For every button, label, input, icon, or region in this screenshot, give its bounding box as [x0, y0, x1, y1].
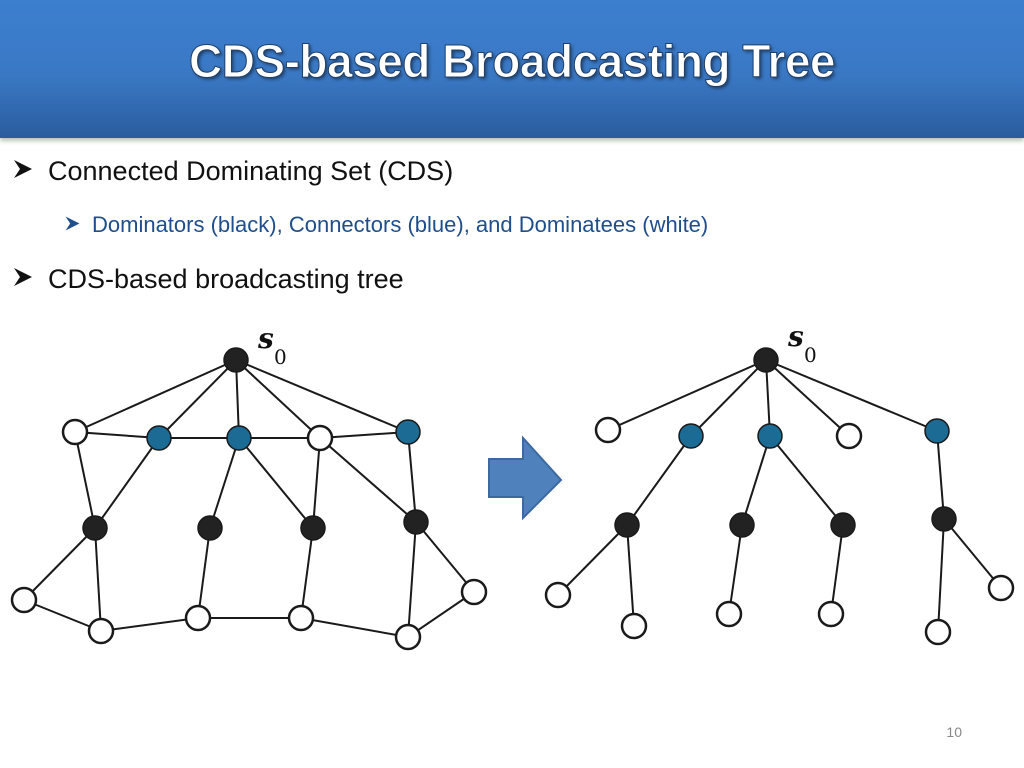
tree-node-d2-dominator — [729, 512, 755, 538]
graph-edge-w1-d1 — [74, 431, 96, 529]
tree-edge-c3-d4 — [936, 430, 945, 520]
tree-node-w2-dominatee — [835, 422, 863, 450]
bullet-roles: Dominators (black), Connectors (blue), a… — [64, 212, 708, 238]
tree-node-w7-dominatee — [924, 618, 952, 646]
tree-edge-d1-w3 — [557, 524, 628, 596]
title-banner — [0, 0, 1024, 138]
graph-edge-d3-w6 — [300, 527, 314, 619]
graph-edge-d1-w4 — [94, 527, 102, 632]
tree-edge-c2-d2 — [741, 435, 771, 526]
graph-node-w7-dominatee — [394, 623, 422, 651]
tree-edge-c1-d1 — [626, 435, 692, 526]
graph-edge-d2-w5 — [197, 527, 211, 619]
tree-edges — [557, 359, 1002, 633]
tree-edge-c2-d3 — [769, 435, 844, 526]
tree-node-w1-dominatee — [594, 416, 622, 444]
graph-edge-w2-d4 — [319, 437, 417, 523]
graph-edge-d1-w3 — [23, 527, 96, 601]
graph-edge-w2-c3 — [319, 431, 409, 439]
graph-node-c1-connector — [146, 425, 172, 451]
graph-edge-c1-d1 — [94, 437, 160, 529]
tree-edge-s0-c3 — [765, 359, 938, 432]
graph-node-w3-dominatee — [10, 586, 38, 614]
tree-node-d4-dominator — [931, 506, 957, 532]
graph-node-w5-dominatee — [184, 604, 212, 632]
bullet-text: Connected Dominating Set (CDS) — [48, 156, 454, 186]
slide-number: 10 — [946, 724, 962, 740]
graph-node-w6-dominatee — [287, 604, 315, 632]
graph-edge-d4-w7 — [407, 521, 417, 638]
tree-node-d3-dominator — [830, 512, 856, 538]
tree-source-subscript: 0 — [804, 343, 817, 367]
tree-node-w8-dominatee — [987, 574, 1015, 602]
graph-edge-w2-d3 — [312, 437, 321, 529]
tree-edge-d4-w8 — [943, 518, 1002, 589]
graph-source-subscript: 0 — [274, 345, 287, 369]
graph-edge-w3-w4 — [23, 599, 102, 632]
slide-title: CDS-based Broadcasting Tree — [188, 35, 836, 88]
graph-source-label: s — [257, 322, 274, 355]
graph-edge-s0-c1 — [158, 359, 237, 439]
tree-nodes — [544, 347, 1015, 646]
graph-node-d3-dominator — [300, 515, 326, 541]
graph-node-w4-dominatee — [87, 617, 115, 645]
graph-edge-s0-c3 — [235, 359, 409, 433]
graph-node-d2-dominator — [197, 515, 223, 541]
tree-source-label: s — [787, 320, 804, 353]
tree-edge-d4-w7 — [937, 518, 945, 633]
graph-edge-w7-w8 — [407, 591, 475, 638]
tree-node-c2-connector — [757, 423, 783, 449]
tree-edge-d1-w4 — [626, 524, 635, 627]
graph-node-w2-dominatee — [306, 424, 334, 452]
bullet-arrow-icon — [64, 212, 84, 238]
graph-node-d1-dominator — [82, 515, 108, 541]
tree-edge-s0-w2 — [765, 359, 850, 437]
tree-node-c3-connector — [924, 418, 950, 444]
graph-node-c3-connector — [395, 419, 421, 445]
tree-node-d1-dominator — [614, 512, 640, 538]
tree-node-w5-dominatee — [715, 600, 743, 628]
graph-node-w1-dominatee — [61, 418, 89, 446]
tree-node-w3-dominatee — [544, 581, 572, 609]
bullet-cds: Connected Dominating Set (CDS) — [12, 156, 453, 187]
graph-node-s0-dominator — [223, 347, 249, 373]
graph-edge-s0-c2 — [235, 359, 240, 439]
tree-edge-d2-w5 — [728, 524, 743, 615]
graph-edge-c3-d4 — [407, 431, 417, 523]
graph-node-d4-dominator — [403, 509, 429, 535]
transform-arrow-icon — [488, 435, 563, 521]
graph-node-w8-dominatee — [460, 578, 488, 606]
graph-node-c2-connector — [226, 425, 252, 451]
bullet-text: CDS-based broadcasting tree — [48, 264, 404, 294]
tree-edge-s0-w1 — [607, 359, 767, 431]
graph-edge-c2-d2 — [209, 437, 240, 529]
tree-node-c1-connector — [678, 423, 704, 449]
graph-edge-w6-w7 — [300, 617, 409, 638]
bullet-arrow-icon — [12, 264, 38, 295]
graph-edge-w1-c1 — [74, 431, 160, 439]
graph-edge-c2-d3 — [238, 437, 314, 529]
bullet-arrow-icon — [12, 156, 38, 187]
bullet-tree: CDS-based broadcasting tree — [12, 264, 404, 295]
graph-edge-w4-w5 — [100, 617, 199, 632]
bullet-text: Dominators (black), Connectors (blue), a… — [92, 212, 709, 237]
tree-node-w6-dominatee — [817, 600, 845, 628]
graph-edge-s0-w1 — [74, 359, 237, 433]
tree-node-s0-dominator — [753, 347, 779, 373]
tree-edge-s0-c1 — [690, 359, 767, 437]
tree-edge-d3-w6 — [830, 524, 844, 615]
graph-edge-s0-w2 — [235, 359, 321, 439]
graph-edges — [23, 359, 475, 638]
graph-edge-d4-w8 — [415, 521, 475, 593]
graph-nodes — [10, 347, 488, 651]
tree-node-w4-dominatee — [620, 612, 648, 640]
